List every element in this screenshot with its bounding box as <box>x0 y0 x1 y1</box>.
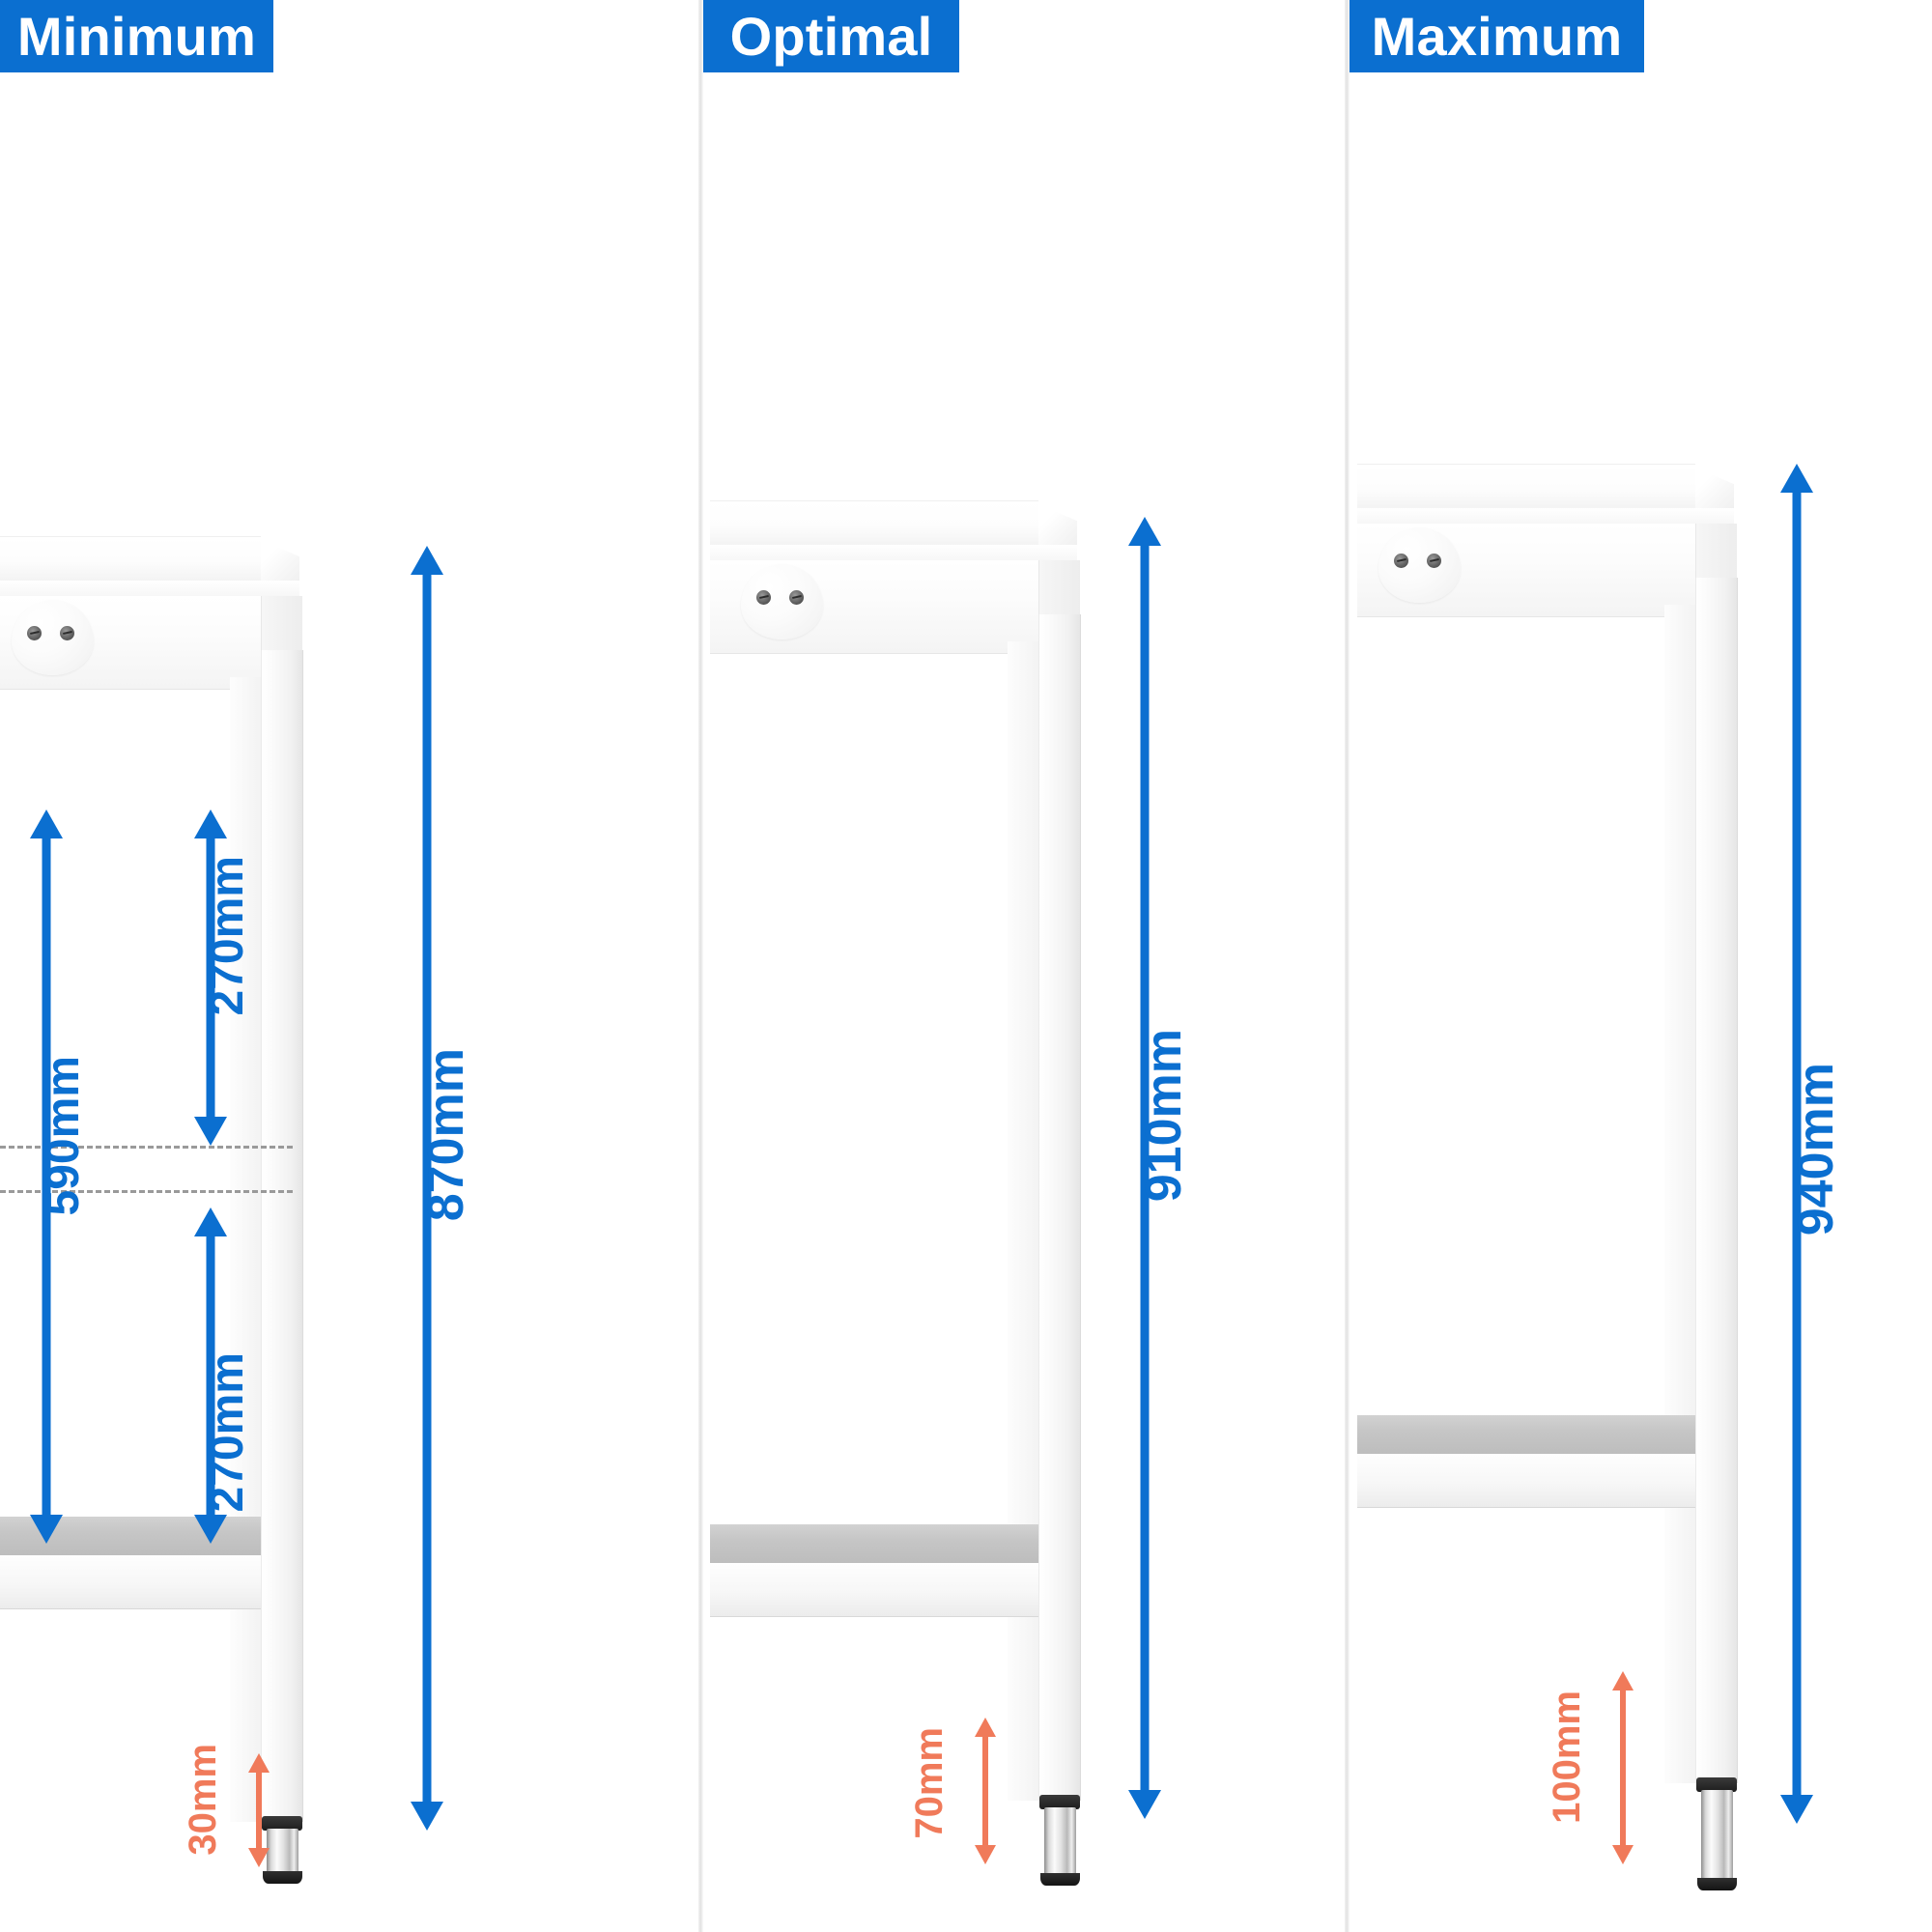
bracket-screw <box>1427 554 1441 568</box>
panel-divider-2 <box>1345 0 1350 1932</box>
dimension-940mm-label: 940mm <box>1788 1063 1844 1236</box>
table-optimal <box>710 500 1116 1886</box>
arrow-head-down <box>1780 1795 1813 1824</box>
adjustable-foot <box>267 1829 298 1875</box>
bracket-screw <box>789 590 804 605</box>
leg-front-face <box>1008 641 1039 1801</box>
arrow-head-up <box>975 1718 996 1737</box>
dimension-line <box>1792 487 1802 1801</box>
foot-pad <box>1697 1878 1737 1890</box>
leg-mounting-bracket <box>12 600 94 675</box>
table-minimum <box>0 536 367 1884</box>
arrow-head-up <box>1612 1671 1634 1690</box>
panel-badge-maximum-label: Maximum <box>1371 5 1623 67</box>
dimension-910mm: 910mm <box>1116 517 1192 1819</box>
leg-foot-collar <box>262 1816 302 1831</box>
arrow-head-down <box>30 1515 63 1544</box>
panel-badge-optimal: Optimal <box>703 0 959 72</box>
table-leg <box>261 650 303 1822</box>
worktop-slab <box>1357 464 1695 510</box>
dimension-70mm: 70mm <box>908 1718 1005 1864</box>
dimension-270mm-upper-label: 270mm <box>202 856 253 1016</box>
dimension-line <box>206 1231 215 1520</box>
dimension-line <box>42 833 51 1520</box>
dimension-line <box>982 1734 988 1848</box>
panel-badge-minimum-label: Minimum <box>16 5 257 67</box>
arrow-head-down <box>248 1848 270 1867</box>
undershelf-rail-face <box>0 1555 261 1609</box>
leg-front-face <box>1664 605 1696 1783</box>
dimension-270mm-upper: 270mm <box>182 810 253 1146</box>
dimension-line <box>206 833 215 1122</box>
panel-badge-optimal-label: Optimal <box>729 5 933 67</box>
dimension-270mm-lower: 270mm <box>182 1208 253 1544</box>
leg-mounting-bracket <box>741 564 823 639</box>
reference-dash-upper <box>0 1146 293 1149</box>
dimension-870mm-label: 870mm <box>418 1048 474 1222</box>
arrow-head-down <box>1128 1790 1161 1819</box>
dimension-30mm-label: 30mm <box>182 1744 224 1856</box>
dimension-590mm-label: 590mm <box>38 1056 89 1216</box>
worktop-bevel <box>0 581 299 597</box>
dimension-line <box>1620 1688 1626 1848</box>
dimension-100mm: 100mm <box>1546 1671 1642 1864</box>
dimension-30mm: 30mm <box>182 1744 278 1867</box>
worktop-slab <box>0 536 261 582</box>
undershelf-rail-face <box>1357 1454 1695 1508</box>
leg-foot-collar <box>1696 1777 1737 1792</box>
adjustable-foot <box>1701 1790 1733 1882</box>
dimension-line <box>1140 540 1150 1796</box>
panel-badge-maximum: Maximum <box>1350 0 1644 72</box>
bracket-screw <box>27 626 42 640</box>
worktop-slab <box>710 500 1038 547</box>
undershelf-rail-top <box>710 1524 1038 1563</box>
bracket-screw <box>60 626 74 640</box>
arrow-head-down <box>194 1515 227 1544</box>
worktop-bevel <box>1357 508 1734 525</box>
leg-mounting-bracket <box>1378 527 1461 603</box>
dimension-270mm-lower-label: 270mm <box>202 1352 253 1513</box>
arrow-head-down <box>411 1802 443 1831</box>
foot-pad <box>263 1871 302 1884</box>
bracket-screw <box>1394 554 1408 568</box>
adjustable-foot <box>1044 1807 1076 1877</box>
undershelf-rail-face <box>710 1563 1038 1617</box>
panel-divider-1 <box>698 0 703 1932</box>
bracket-screw <box>756 590 771 605</box>
reference-dash-lower <box>0 1190 293 1193</box>
dimension-870mm: 870mm <box>398 546 474 1831</box>
dimension-100mm-label: 100mm <box>1546 1690 1588 1824</box>
worktop-bevel <box>710 545 1077 561</box>
arrow-head-down <box>194 1117 227 1146</box>
dimension-590mm: 590mm <box>17 810 89 1544</box>
dimension-70mm-label: 70mm <box>908 1727 951 1839</box>
foot-pad <box>1040 1873 1080 1886</box>
dimension-line <box>422 569 432 1807</box>
undershelf-rail-top <box>1357 1415 1695 1454</box>
leg-foot-collar <box>1039 1795 1080 1809</box>
table-leg <box>1695 578 1738 1783</box>
dimension-940mm: 940mm <box>1768 464 1844 1824</box>
arrow-head-up <box>248 1753 270 1773</box>
arrow-head-down <box>1612 1845 1634 1864</box>
table-leg <box>1038 614 1081 1801</box>
dimension-910mm-label: 910mm <box>1136 1029 1192 1203</box>
table-maximum <box>1357 464 1763 1890</box>
panel-badge-minimum: Minimum <box>0 0 273 72</box>
dimension-line <box>256 1770 262 1851</box>
arrow-head-down <box>975 1845 996 1864</box>
